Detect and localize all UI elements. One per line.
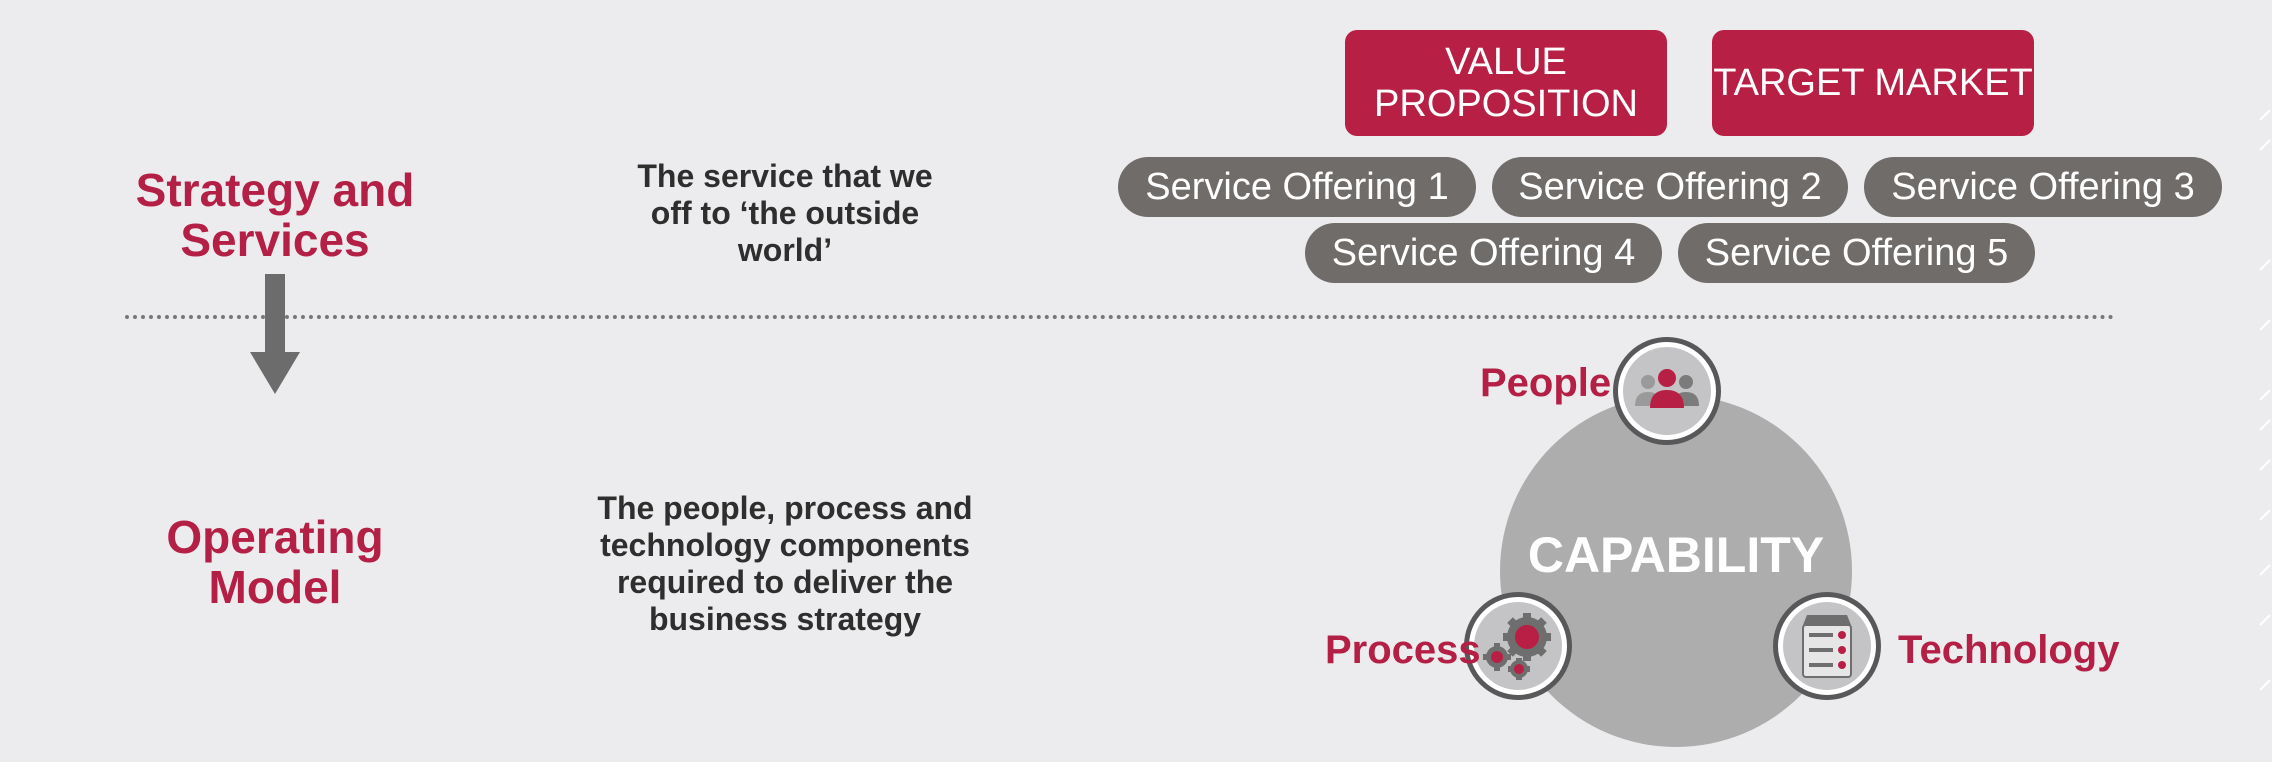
operating-model-heading: Operating Model xyxy=(166,511,384,613)
strategy-heading: Strategy and Services xyxy=(135,164,415,266)
edge-ticks-decoration xyxy=(2259,109,2271,691)
technology-label: Technology xyxy=(1898,628,2120,672)
strategy-description: The service that we off to ‘the outside … xyxy=(637,158,933,268)
service-offering-5: Service Offering 5 xyxy=(1678,223,2035,283)
gears-icon xyxy=(1483,613,1551,680)
service-offering-1: Service Offering 1 xyxy=(1118,157,1476,217)
people-icon xyxy=(1635,369,1699,408)
people-label: People xyxy=(1480,361,1612,405)
service-offering-3: Service Offering 3 xyxy=(1864,157,2222,217)
service-offering-4: Service Offering 4 xyxy=(1305,223,1662,283)
section-divider xyxy=(125,315,2115,319)
process-label: Process xyxy=(1325,628,1481,672)
value-proposition-box: VALUE PROPOSITION xyxy=(1345,30,1667,136)
down-arrow-icon xyxy=(250,352,300,394)
server-icon xyxy=(1802,615,1852,678)
target-market-box: TARGET MARKET xyxy=(1712,30,2034,136)
process-node xyxy=(1464,592,1572,700)
people-node xyxy=(1613,337,1721,445)
down-arrow-shaft xyxy=(265,274,285,354)
service-offering-2: Service Offering 2 xyxy=(1492,157,1848,217)
operating-model-description: The people, process and technology compo… xyxy=(597,490,973,637)
technology-node xyxy=(1773,592,1881,700)
capability-label: CAPABILITY xyxy=(1527,527,1825,583)
